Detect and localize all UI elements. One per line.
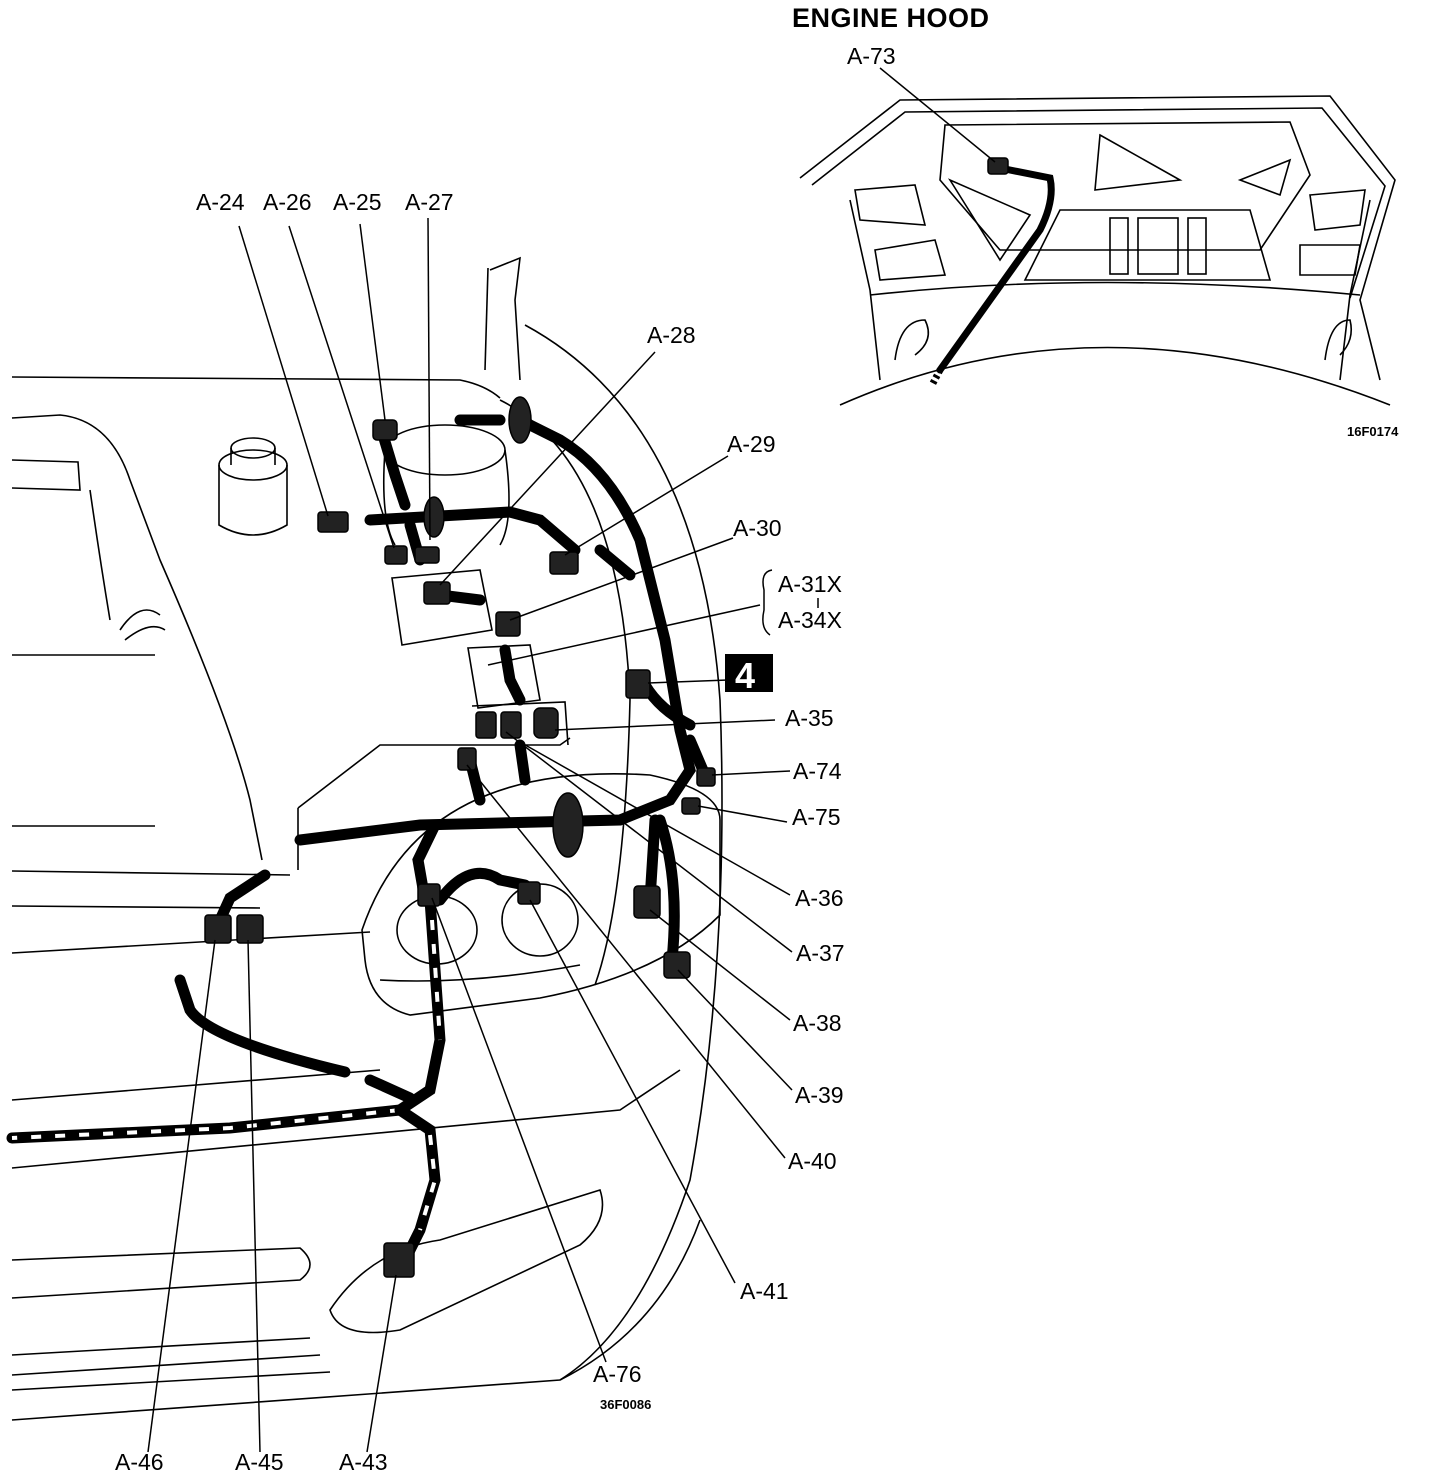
label-a74: A-74 <box>793 758 842 784</box>
label-a43: A-43 <box>339 1449 388 1475</box>
grommet-main <box>552 792 584 858</box>
label-a39: A-39 <box>795 1082 844 1108</box>
connector-a75 <box>681 797 701 815</box>
callout-badge-number: 4 <box>735 655 755 696</box>
engine-hood-illustration <box>799 67 1396 406</box>
connector-a26 <box>384 545 408 565</box>
label-a35: A-35 <box>785 705 834 731</box>
label-a28: A-28 <box>647 322 696 348</box>
connector-a29 <box>549 551 579 575</box>
connector-a35-2 <box>500 711 522 739</box>
connector-a28 <box>423 581 451 605</box>
hood-figure-code: 16F0174 <box>1347 424 1399 439</box>
leader-a73 <box>879 67 996 163</box>
label-a75: A-75 <box>792 804 841 830</box>
connector-a35-3 <box>533 707 559 739</box>
connector-a30 <box>495 611 521 637</box>
label-a46: A-46 <box>115 1449 164 1475</box>
connector-a76 <box>417 883 441 907</box>
connector-4 <box>625 669 651 699</box>
connector-a39 <box>663 951 691 979</box>
label-a26: A-26 <box>263 189 312 215</box>
wiring-harness <box>6 414 711 1266</box>
connector-a27b <box>414 546 440 564</box>
label-a36: A-36 <box>795 885 844 911</box>
main-figure-code: 36F0086 <box>600 1397 651 1412</box>
grommet-top <box>508 396 532 444</box>
connector-a24 <box>317 511 349 533</box>
connector-a46 <box>204 914 232 944</box>
engine-hood-title: ENGINE HOOD <box>792 3 990 33</box>
connector-a25 <box>372 419 398 441</box>
label-a76: A-76 <box>593 1361 642 1387</box>
label-a31x: A-31X <box>778 571 842 597</box>
connector-a73 <box>987 157 1009 175</box>
label-a29: A-29 <box>727 431 776 457</box>
label-a40: A-40 <box>788 1148 837 1174</box>
connector-a38 <box>633 885 661 919</box>
label-a25: A-25 <box>333 189 382 215</box>
label-a38: A-38 <box>793 1010 842 1036</box>
label-a45: A-45 <box>235 1449 284 1475</box>
label-a27: A-27 <box>405 189 454 215</box>
connector-a41 <box>517 881 541 905</box>
callout-badge <box>725 654 773 692</box>
label-a41: A-41 <box>740 1278 789 1304</box>
connector-a27 <box>423 496 445 538</box>
connector-a43 <box>383 1242 415 1278</box>
label-a73: A-73 <box>847 43 896 69</box>
label-a34x: A-34X <box>778 607 842 633</box>
label-a37: A-37 <box>796 940 845 966</box>
connectors <box>204 396 716 1278</box>
engine-compartment-illustration <box>11 256 723 1421</box>
connector-a35-1 <box>475 711 497 739</box>
label-a24: A-24 <box>196 189 245 215</box>
label-a30: A-30 <box>733 515 782 541</box>
connector-a74 <box>696 767 716 787</box>
leader-lines <box>147 217 819 1453</box>
connector-a36 <box>457 747 477 771</box>
connector-a45 <box>236 914 264 944</box>
